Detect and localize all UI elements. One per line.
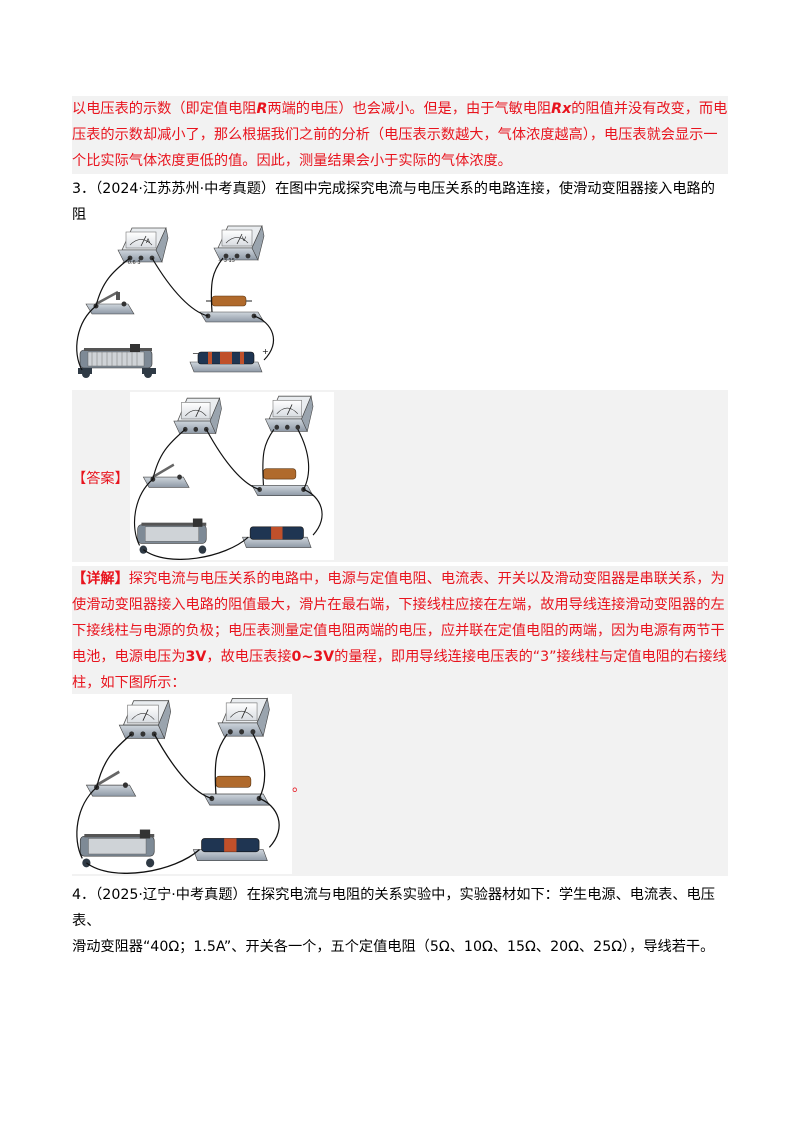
switch-icon [85,770,137,797]
battery-minus-label: − [192,349,199,358]
switch-icon [142,463,190,488]
battery-icon [189,351,263,373]
rheostat-icon [79,829,155,868]
circuit-wires [76,733,280,874]
question-circuit-figure: A − 0.6 3 V − 3 15 [72,222,286,384]
question-4-line-2: 滑动变阻器“40Ω；1.5A”、开关各一个，五个定值电阻（5Ω、10Ω、15Ω、… [72,939,715,955]
ammeter-symbol: A [146,238,151,245]
rheostat-icon [78,344,156,378]
detail-end-mark: 。 [292,779,307,795]
circuit-wires [133,428,323,560]
battery-icon [192,838,268,861]
voltmeter-symbol: V [242,236,247,243]
battery-plus-label: + [262,347,269,356]
answer-circuit-figure [130,392,334,560]
question-3-line-1: 3．（2024·江苏苏州·中考真题）在图中完成探究电流与电压关系的电路连接，使滑… [72,181,715,223]
battery-icon [242,526,312,548]
detail-paragraph: 【详解】探究电流与电压关系的电路中，电源与定值电阻、电流表、开关以及滑动变阻器是… [72,566,728,692]
fixed-resistor-icon [251,468,314,497]
circuit-wires [76,257,275,371]
detail-line-1: 【详解】探究电流与电压关系的电路中，电源与定值电阻、电流表、开关以及滑动变阻器是… [72,571,725,587]
continuation-line-1: 以电压表的示数（即定值电阻R两端的电压）也会减小。但是，由于气敏电阻Rx的阻值并… [72,101,728,117]
ammeter-terminals: − 0.6 3 [122,260,141,266]
detail-circuit-figure [72,694,292,874]
answer-label: 【答案】 [72,471,129,487]
continuation-line-2: 压表的示数却减小了，那么根据我们之前的分析（电压表示数越大，气体浓度越高），电压… [72,127,718,143]
detail-line-3: 下接线柱与电源的负极；电压表测量定值电阻两端的电压，应并联在定值电阻的两端，因为… [72,623,725,639]
continuation-line-3: 个比实际气体浓度更低的值。因此，测量结果会小于实际的气体浓度。 [72,153,512,169]
detail-line-5: 柱，如下图所示： [72,675,186,691]
continuation-paragraph: 以电压表的示数（即定值电阻R两端的电压）也会减小。但是，由于气敏电阻Rx的阻值并… [72,96,728,174]
switch-icon [85,290,135,315]
detail-line-4: 电池，电源电压为3V，故电压表接0~3V的量程，即用导线连接电压表的“3”接线柱… [72,649,727,665]
rheostat-icon [137,518,207,554]
question-4: 4．（2025·辽宁·中考真题）在探究电流与电阻的关系实验中，实验器材如下：学生… [72,882,728,960]
question-4-line-1: 4．（2025·辽宁·中考真题）在探究电流与电阻的关系实验中，实验器材如下：学生… [72,887,715,929]
fixed-resistor-icon [203,775,270,806]
detail-line-2: 使滑动变阻器接入电路的阻值最大，滑片在最右端，下接线柱应接在左端，故用导线连接滑… [72,597,725,613]
voltmeter-terminals: − 3 15 [218,258,235,264]
